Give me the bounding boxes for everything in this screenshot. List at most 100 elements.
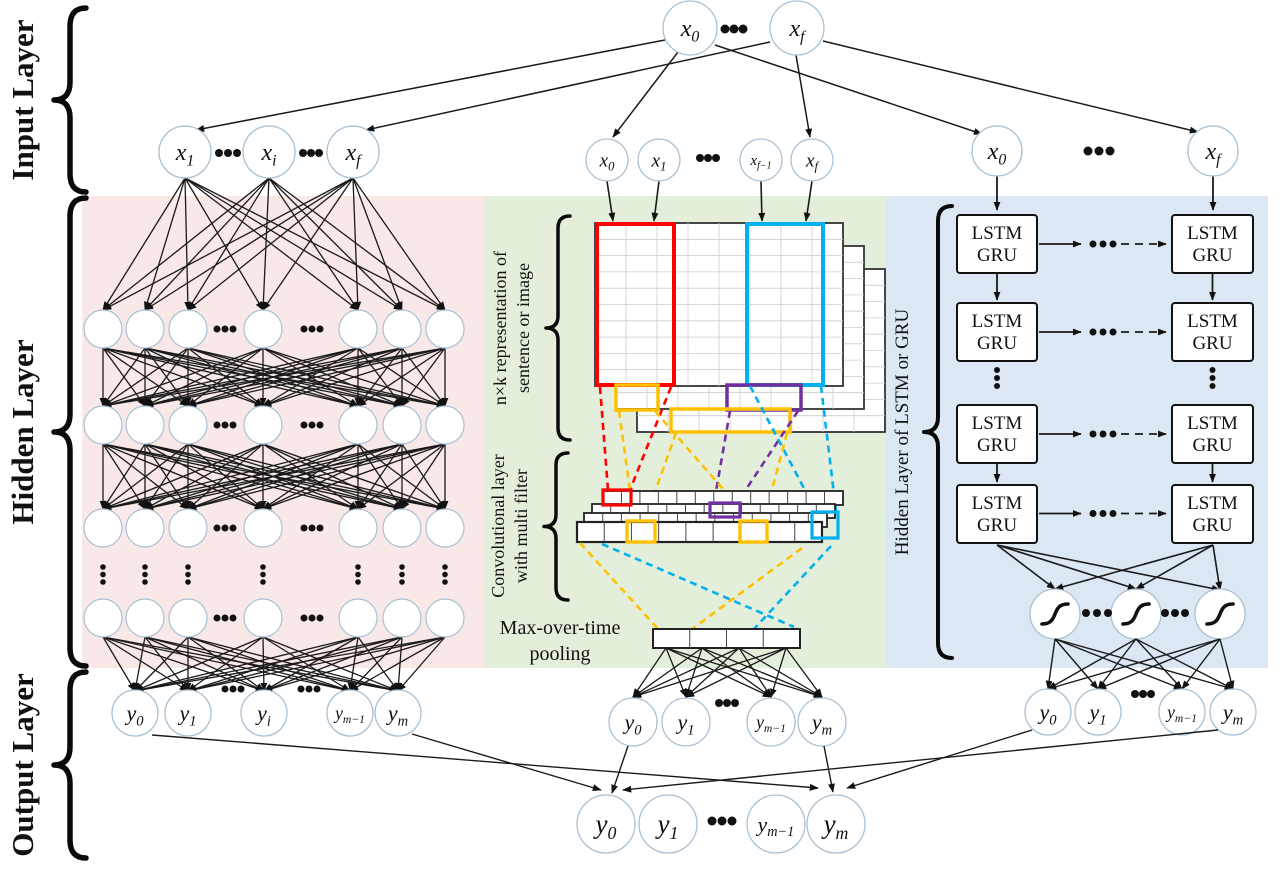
mlp-input-ellipsis-icon <box>215 149 223 157</box>
conv-cell-red <box>601 488 633 507</box>
edge <box>134 636 359 693</box>
top-edge <box>365 41 771 132</box>
hidden-row-ellipsis-icon <box>316 524 324 532</box>
rnn-time-ellipsis-icon <box>1099 430 1107 438</box>
hidden-row-ellipsis-icon <box>308 325 316 333</box>
lstm-cell-label: GRU <box>1192 245 1232 266</box>
hidden-row-ellipsis-icon <box>316 614 324 622</box>
hidden-vertical-ellipsis-icon <box>355 571 361 578</box>
edge <box>770 647 787 698</box>
lstm-cell-label: LSTM <box>972 223 1023 244</box>
mlp-input-ellipsis-icon <box>224 149 232 157</box>
rnn-vertical-ellipsis-icon <box>1209 375 1216 381</box>
lstm-gru-cell <box>1171 302 1254 362</box>
edge <box>187 636 446 693</box>
cnn-input-node <box>790 138 834 182</box>
hidden-node <box>382 598 422 638</box>
mlp-output-ellipsis-icon <box>237 685 245 693</box>
rnn-output-label: y0 <box>1037 699 1057 728</box>
edge <box>1054 544 1214 591</box>
hidden-vertical-ellipsis-icon <box>100 571 106 578</box>
edge <box>352 177 362 311</box>
hidden-row-ellipsis-icon <box>229 524 237 532</box>
mlp-output-node <box>111 689 159 737</box>
mlp-output-label: ym <box>386 700 408 729</box>
conv-strip-front <box>575 520 824 544</box>
cnn-input-edge <box>606 180 616 222</box>
input-layer-label: Input Layer <box>5 19 40 180</box>
edge <box>102 177 186 311</box>
hidden-vertical-ellipsis-icon <box>355 564 361 570</box>
edge <box>1054 638 1183 690</box>
cnn-output-node <box>797 697 847 747</box>
top-input-ellipsis-icon <box>738 24 748 34</box>
sigmoid-ellipsis-icon <box>1171 609 1179 617</box>
edge <box>144 347 446 408</box>
rnn-input-ellipsis-icon <box>1094 146 1104 156</box>
edge <box>262 443 446 510</box>
edge <box>785 647 823 698</box>
mlp-input-ellipsis-icon <box>233 149 241 157</box>
mlp-input-node <box>158 125 212 179</box>
top-input-ellipsis-icon <box>729 24 739 34</box>
rnn-output-node <box>1074 688 1122 736</box>
edge <box>1219 638 1235 690</box>
merge-edge <box>611 745 629 794</box>
edge <box>187 636 359 692</box>
cnn-output-label: ym <box>810 709 832 738</box>
mlp-input-label: x1 <box>175 140 195 169</box>
top-input-ellipsis-icon <box>720 24 730 34</box>
lstm-gru-cell <box>1171 484 1254 544</box>
nxk-brace <box>544 214 572 442</box>
hidden-node <box>243 598 283 638</box>
pool-edge-cyan <box>601 542 795 629</box>
cnn-input-label: xf <box>805 150 819 173</box>
edge <box>996 544 1056 590</box>
cnn-input-node <box>739 138 783 182</box>
rnn-output-ellipsis-icon <box>1147 690 1155 698</box>
edge <box>685 647 740 698</box>
edge <box>349 636 446 692</box>
final-output-label: ym <box>821 809 849 843</box>
hidden-row-ellipsis-icon <box>213 421 221 429</box>
final-output-ellipsis-icon <box>717 816 727 826</box>
edge <box>665 647 687 698</box>
edge <box>184 177 264 311</box>
mlp-output-node <box>164 689 212 737</box>
edge <box>102 443 446 511</box>
hidden-row-ellipsis-icon <box>221 524 229 532</box>
hidden-row-ellipsis-icon <box>229 614 237 622</box>
nxk-label: sentence or image <box>513 263 533 393</box>
pool-edge-cyan <box>753 545 832 630</box>
sigmoid-curve-icon <box>1040 602 1070 626</box>
hidden-row-ellipsis-icon <box>300 325 308 333</box>
sigmoid-ellipsis-icon <box>1093 609 1101 617</box>
hidden-row-ellipsis-icon <box>316 325 324 333</box>
rnn-time-ellipsis-icon <box>1099 328 1107 336</box>
rnn-output-node <box>1209 688 1257 736</box>
edge <box>1045 638 1056 690</box>
edge <box>262 636 399 692</box>
output-layer-label: Output Layer <box>5 673 40 857</box>
cnn-output-ellipsis-icon <box>715 699 723 707</box>
cnn-input-label: x1 <box>651 150 667 173</box>
edge <box>134 636 264 692</box>
edge <box>685 647 703 698</box>
hidden-node <box>83 508 123 548</box>
edge <box>262 443 403 510</box>
rnn-input-node <box>971 125 1023 177</box>
lstm-cell-label: GRU <box>977 435 1017 456</box>
edge <box>102 443 403 511</box>
hidden-node <box>338 309 378 349</box>
sigmoid-curve-icon <box>1121 602 1151 626</box>
edge <box>187 636 403 693</box>
rnn-input-node <box>1187 125 1239 177</box>
hidden-node <box>125 598 165 638</box>
sigmoid-curve-icon <box>1205 602 1235 626</box>
rnn-hidden-label: Hidden Layer of LSTM or GRU <box>892 309 913 556</box>
hidden-node <box>382 508 422 548</box>
rnn-output-node <box>1158 688 1206 736</box>
edge <box>996 544 1221 592</box>
hidden-vertical-ellipsis-icon <box>442 564 448 570</box>
edge <box>102 347 403 408</box>
